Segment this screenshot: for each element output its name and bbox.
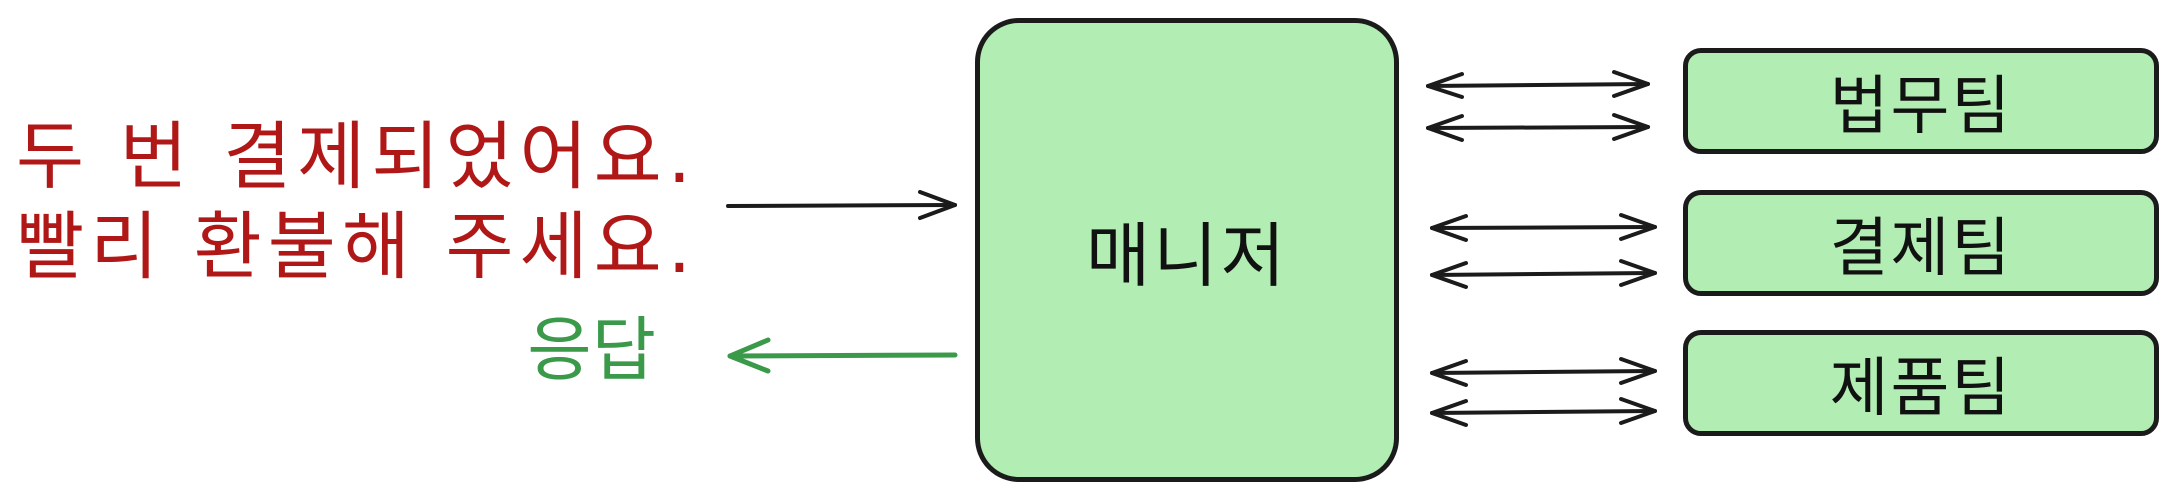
- request-line-2: 빨리 환불해 주세요.: [16, 204, 698, 290]
- request-arrow: [726, 190, 957, 220]
- legal-team-box: 법무팀: [1683, 48, 2159, 154]
- product-team-label: 제품팀: [1829, 352, 2013, 426]
- request-line-1: 두 번 결제되었어요.: [16, 114, 698, 200]
- manager-label: 매니저: [1085, 214, 1289, 297]
- response-arrow: [727, 337, 958, 374]
- legal-team-label: 법무팀: [1829, 70, 2013, 144]
- product-team-double-arrow-bottom: [1430, 397, 1657, 427]
- manager-box: 매니저: [975, 18, 1399, 482]
- product-team-double-arrow-top: [1430, 357, 1657, 387]
- response-label: 응답: [527, 309, 656, 391]
- payment-team-double-arrow-bottom: [1430, 259, 1657, 289]
- payment-team-label: 결제팀: [1829, 212, 2013, 286]
- product-team-box: 제품팀: [1683, 330, 2159, 436]
- legal-team-double-arrow-top: [1426, 70, 1650, 99]
- customer-request-text: 두 번 결제되었어요. 빨리 환불해 주세요.: [16, 112, 697, 292]
- legal-team-double-arrow-bottom: [1426, 113, 1650, 142]
- payment-team-box: 결제팀: [1683, 190, 2159, 296]
- payment-team-double-arrow-top: [1430, 213, 1657, 242]
